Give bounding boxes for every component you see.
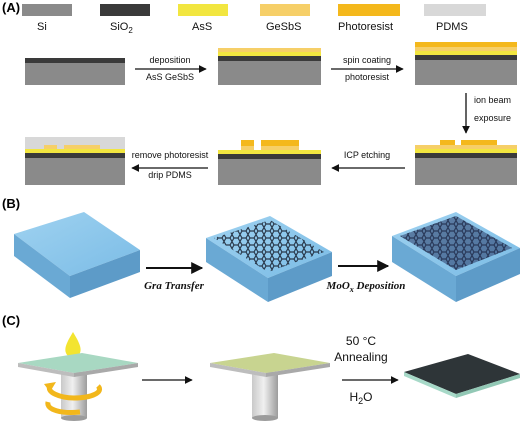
step-remove-photoresist-label: remove photoresist: [132, 150, 209, 160]
wafer-step3: [415, 42, 517, 85]
legend: Si SiO2 AsS GeSbS Photoresist PDMS: [22, 4, 486, 35]
substrate-slab-graphene: [206, 216, 332, 302]
panel-a-label: (A): [2, 0, 20, 15]
step-deposition-label: deposition: [149, 55, 190, 65]
wafer-step2: [218, 48, 321, 85]
panel-c-label: (C): [2, 313, 20, 328]
annealed-film: [404, 354, 520, 398]
legend-label-ass: AsS: [192, 21, 212, 33]
rotation-arrow-icon: [46, 384, 102, 401]
legend-label-sio2: SiO2: [110, 21, 133, 35]
step-gra-transfer-label: Gra Transfer: [144, 280, 205, 292]
spin-coater-dropping: [18, 332, 138, 421]
step-deposition-materials: AsS GeSbS: [146, 72, 194, 82]
wafer-step5: [218, 140, 321, 185]
step-drip-pdms-label: drip PDMS: [148, 170, 192, 180]
wafer-step4: [415, 140, 517, 185]
moox-layer: [400, 216, 512, 270]
step-spin-coating-material: photoresist: [345, 72, 390, 82]
legend-swatch-photoresist: [338, 4, 400, 16]
graphene-lattice: [214, 220, 324, 272]
legend-label-si: Si: [37, 21, 47, 33]
step-ion-beam-label: ion beam: [474, 95, 511, 105]
substrate-slab-plain: [14, 212, 140, 298]
spin-coater-coated: [210, 353, 330, 421]
legend-swatch-si: [22, 4, 72, 16]
h2o-label: H2O: [349, 390, 372, 406]
droplet-icon: [65, 332, 81, 358]
wafer-step6: [25, 137, 125, 185]
legend-swatch-ass: [178, 4, 228, 16]
legend-label-gesbs: GeSbS: [266, 21, 301, 33]
legend-swatch-gesbs: [260, 4, 310, 16]
step-spin-coating-label: spin coating: [343, 55, 391, 65]
wafer-step1: [25, 58, 125, 85]
step-ion-beam-exposure: exposure: [474, 113, 511, 123]
substrate-slab-moox: [392, 212, 520, 302]
legend-swatch-sio2: [100, 4, 150, 16]
annealing-label: Annealing: [334, 350, 387, 364]
step-moox-deposition-label: MoOx Deposition: [326, 280, 406, 294]
step-icp-label: ICP etching: [344, 150, 390, 160]
legend-label-photoresist: Photoresist: [338, 21, 393, 33]
legend-swatch-pdms: [424, 4, 486, 16]
annealing-temperature: 50 °C: [346, 334, 376, 348]
legend-label-pdms: PDMS: [436, 21, 468, 33]
panel-b-label: (B): [2, 196, 20, 211]
